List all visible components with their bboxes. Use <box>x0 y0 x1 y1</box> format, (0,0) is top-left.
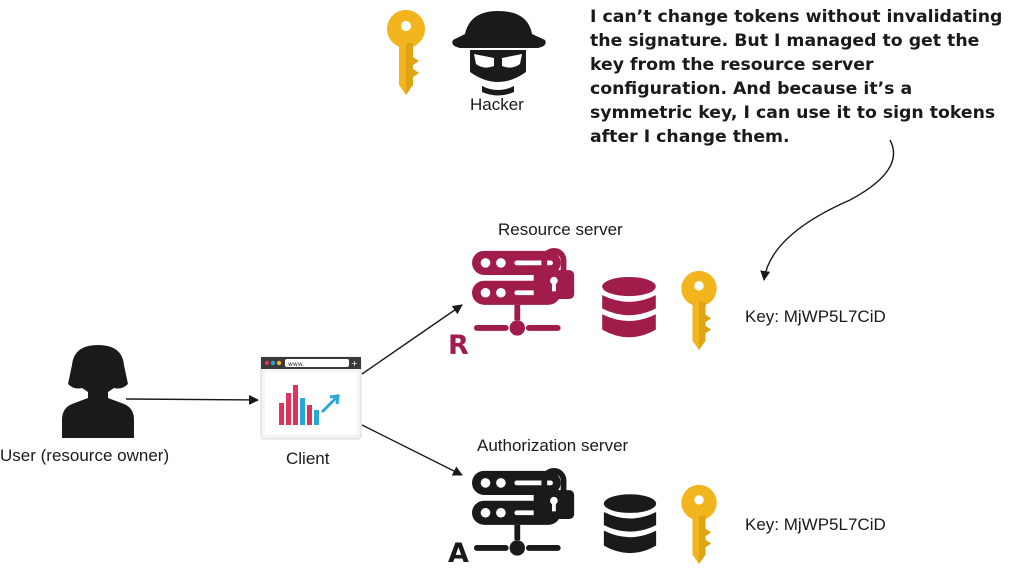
thought-pointer-arrow <box>760 139 895 281</box>
resource-database-icon <box>602 276 656 338</box>
user-to-client-arrow <box>125 394 259 405</box>
hacker-icon <box>452 11 546 96</box>
auth-server-letter: A <box>448 538 469 569</box>
hacker-key-icon <box>386 10 425 95</box>
auth-database-icon <box>603 494 657 554</box>
auth-server-icon <box>472 467 575 556</box>
resource-key-icon <box>681 270 717 350</box>
hacker-thought-text: I can’t change tokens without invalidati… <box>590 7 1003 147</box>
browser-url: www. <box>288 361 304 368</box>
hacker-label: Hacker <box>470 95 524 114</box>
user-label: User (resource owner) <box>0 446 170 465</box>
auth-key-label: Key: MjWP5L7CiD <box>745 515 886 534</box>
resource-server-icon <box>472 247 575 336</box>
auth-server-label: Authorization server <box>477 436 629 455</box>
client-label: Client <box>286 449 330 468</box>
svg-text:+: + <box>351 359 358 368</box>
resource-key-label: Key: MjWP5L7CiD <box>745 307 886 326</box>
resource-server-label: Resource server <box>498 220 623 239</box>
user-icon <box>62 345 134 438</box>
auth-key-icon <box>681 484 717 564</box>
browser-icon: www. + <box>260 356 362 440</box>
resource-server-letter: R <box>448 330 469 361</box>
client-to-auth-arrow <box>361 424 463 476</box>
client-to-resource-arrow <box>361 304 463 375</box>
